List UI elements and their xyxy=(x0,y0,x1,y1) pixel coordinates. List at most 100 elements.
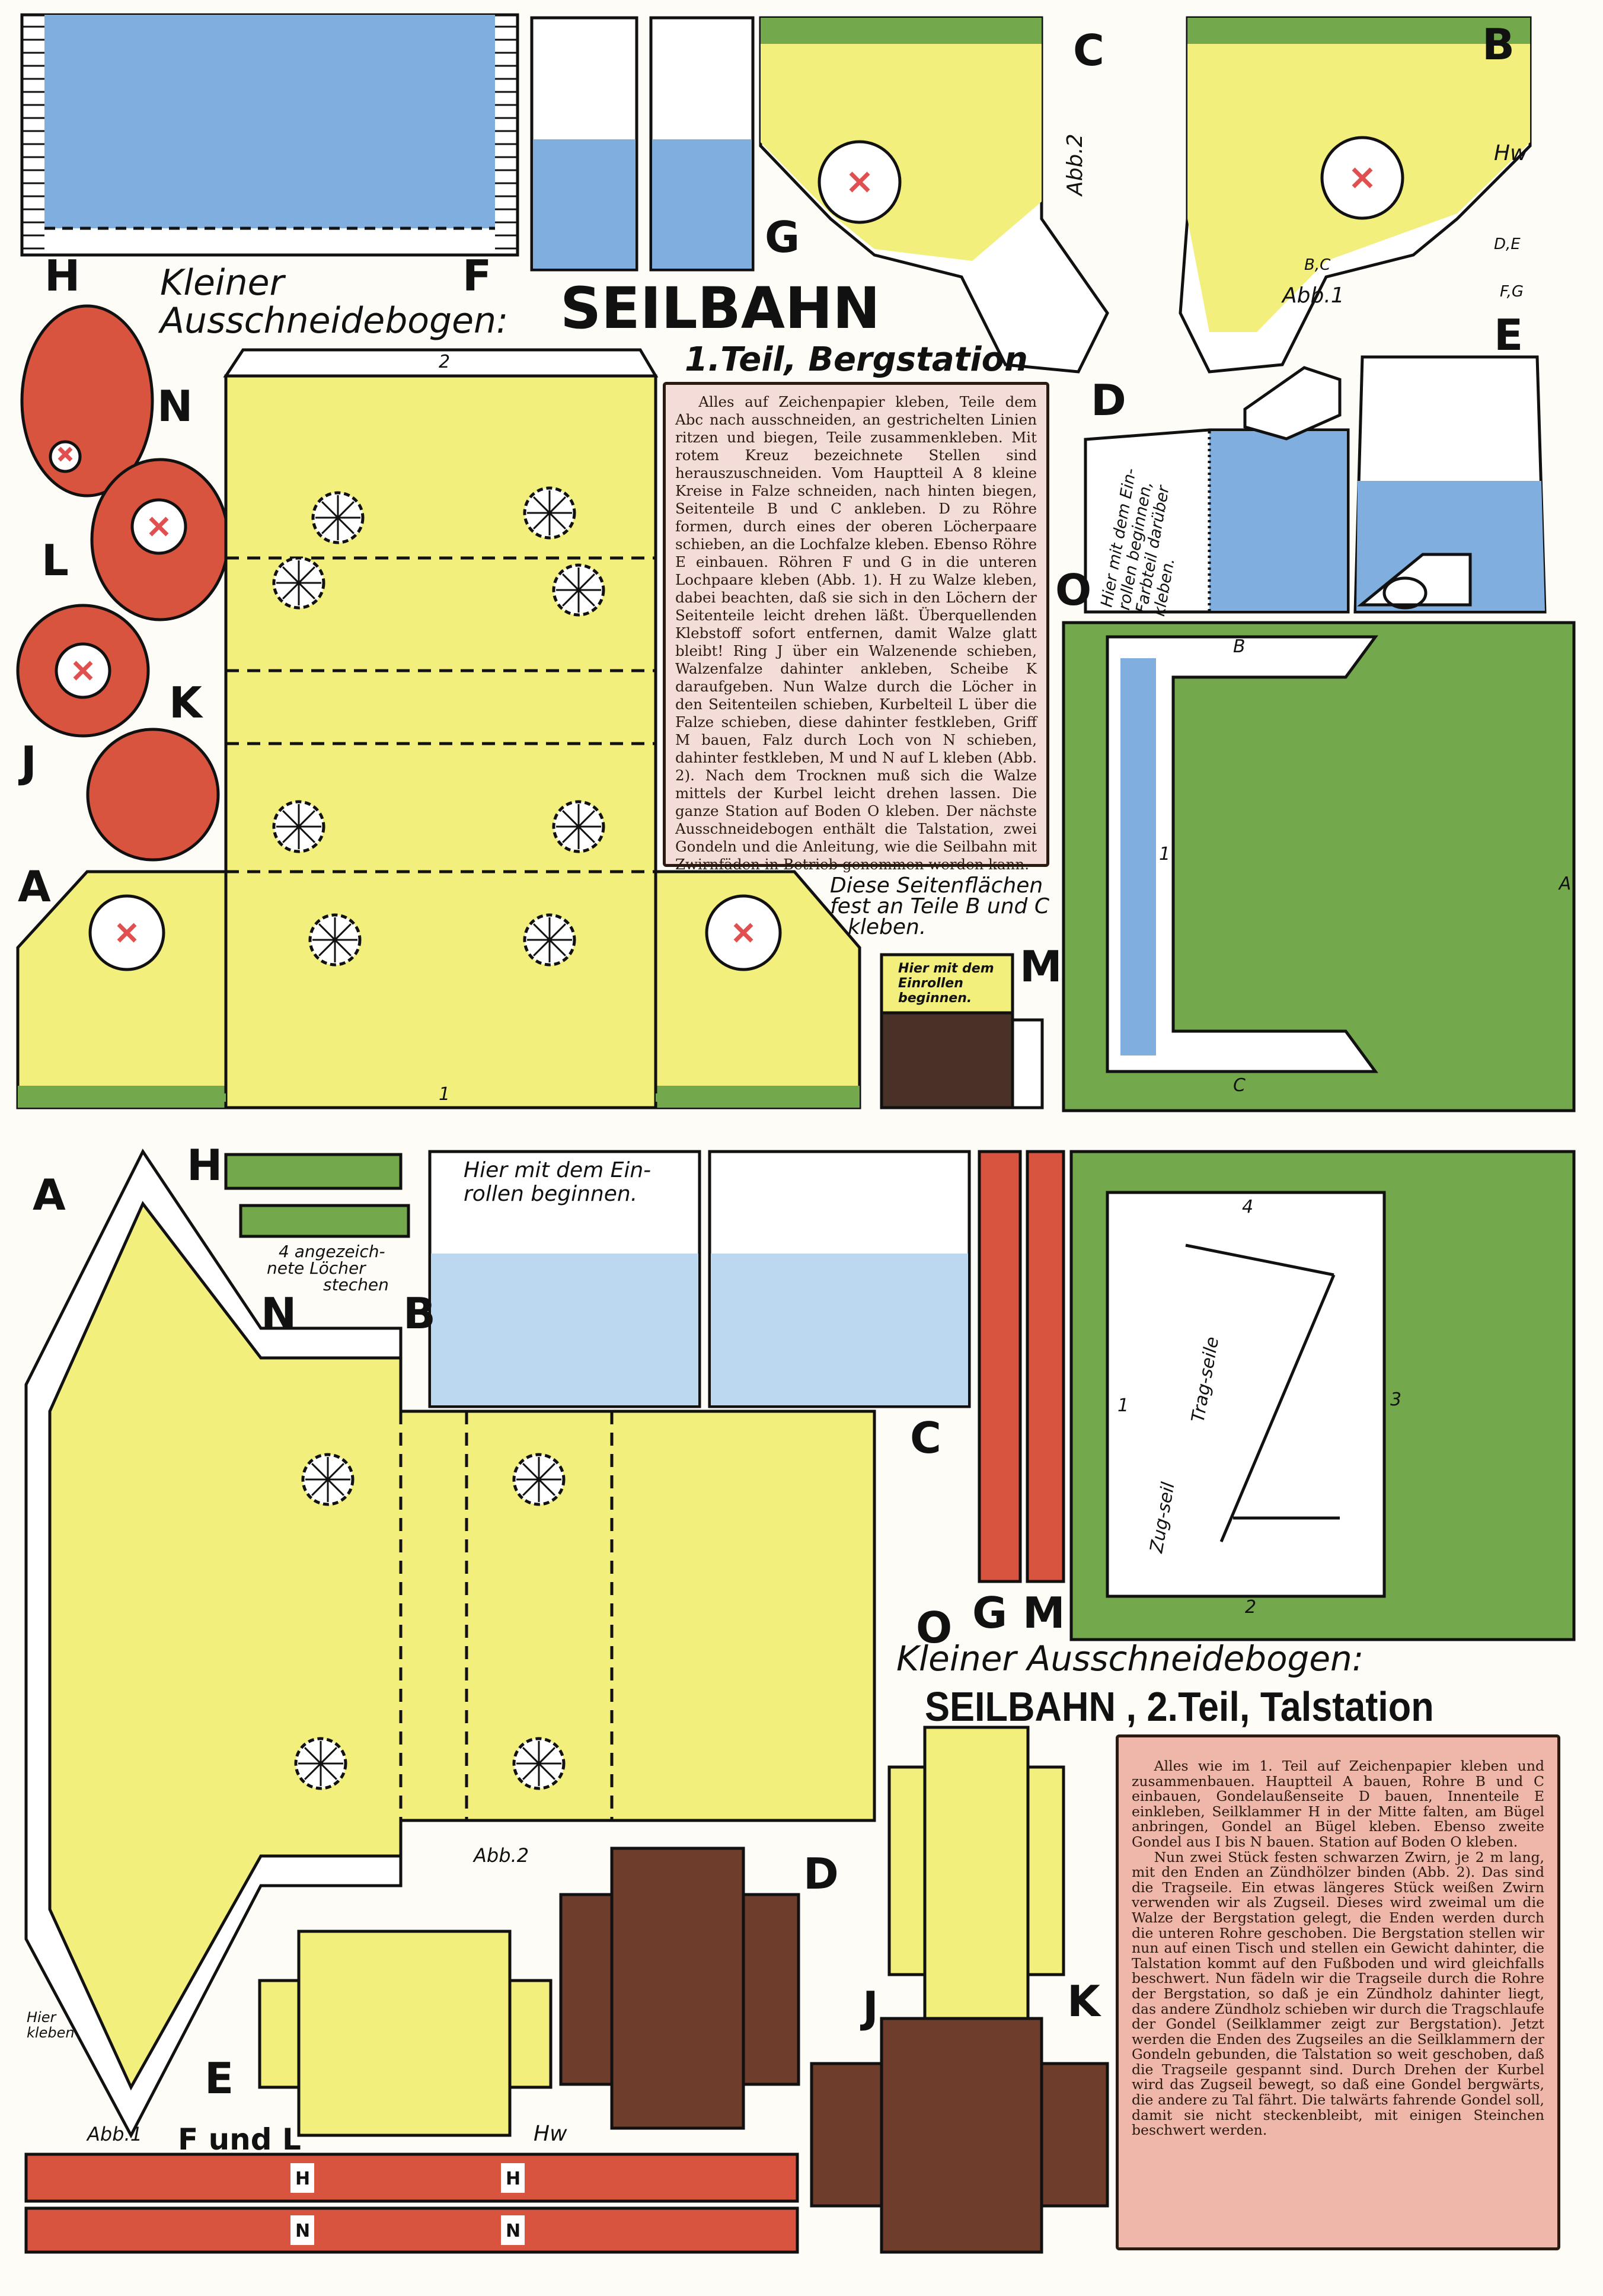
label-h-2: H xyxy=(187,1140,222,1190)
piece-f-strip xyxy=(24,2152,799,2203)
piece-d-tube xyxy=(1084,428,1350,614)
punch-hole-line xyxy=(533,496,566,530)
holes-note-1: 4 angezeich- xyxy=(279,1242,385,1261)
label-g-2: G xyxy=(972,1588,1007,1638)
label-g: G xyxy=(765,212,800,262)
part1-instructions-text: Alles auf Zeichenpapier kleben, Teile de… xyxy=(675,393,1037,873)
piece-m-strip xyxy=(1026,1150,1065,1583)
note-side-faces-3: kleben. xyxy=(848,915,926,939)
part2-subtitle: Kleiner Ausschneidebogen: xyxy=(896,1638,1364,1679)
label-a: A xyxy=(18,862,51,911)
abb1-label-2: Abb.1 xyxy=(86,2123,142,2145)
punch-hole-line xyxy=(522,1463,555,1496)
punch-hole-line xyxy=(311,1463,344,1496)
fg-label: F,G xyxy=(1500,283,1524,301)
glue-here-1: Hier xyxy=(27,2009,57,2026)
piece-h-roller xyxy=(20,13,519,257)
note-side-faces-2: fest an Teile B und C xyxy=(830,894,1050,919)
piece-j-gondola xyxy=(810,2017,1109,2254)
mark-2-2: 2 xyxy=(1245,1597,1256,1618)
piece-k-yellow xyxy=(887,1726,1065,2020)
label-j: J xyxy=(18,737,37,787)
punch-hole-line xyxy=(318,923,352,956)
piece-o-base-2 xyxy=(1069,1150,1576,1641)
punch-hole-line xyxy=(522,1747,555,1780)
holes-note-2: nete Löcher xyxy=(267,1258,366,1278)
note-side-faces-1: Diese Seitenflächen xyxy=(830,873,1043,898)
label-j-2: J xyxy=(860,1982,879,2032)
punch-hole-line xyxy=(304,1747,337,1780)
label-b-2: B xyxy=(403,1289,436,1338)
label-e: E xyxy=(1494,310,1523,360)
label-c-2: C xyxy=(910,1413,941,1463)
punch-hole-line xyxy=(562,810,595,843)
piece-o-base xyxy=(1062,621,1576,1112)
part1-subtitle: Kleiner Ausschneidebogen: xyxy=(160,262,509,342)
piece-g-strip xyxy=(978,1150,1022,1583)
piece-e-inner xyxy=(258,1930,553,2137)
piece-f-tube xyxy=(530,16,638,272)
bc-label: B,C xyxy=(1304,256,1331,274)
b-roll-note-1: Hier mit dem Ein- xyxy=(464,1158,651,1182)
strip-h-1: H xyxy=(295,2169,310,2189)
piece-b-tube-2 xyxy=(428,1150,701,1408)
label-m-2: M xyxy=(1023,1588,1065,1638)
label-l: L xyxy=(41,535,69,585)
mark-c: C xyxy=(1233,1075,1246,1096)
part1-title: SEILBAHN xyxy=(560,275,880,342)
abb2-label-2: Abb.2 xyxy=(472,1844,529,1867)
de-label: D,E xyxy=(1494,235,1521,253)
label-c: C xyxy=(1073,25,1104,75)
piece-b-side xyxy=(1179,16,1532,374)
punch-hole-line xyxy=(282,566,315,599)
mark-4: 4 xyxy=(1242,1197,1253,1217)
label-n-2: N xyxy=(261,1289,296,1338)
punch-hole-line xyxy=(321,501,355,534)
label-e-2: E xyxy=(205,2053,234,2103)
label-h: H xyxy=(44,251,80,301)
label-f-und-l: F und L xyxy=(178,2122,301,2157)
abb1-label: Abb.1 xyxy=(1281,283,1345,308)
punch-hole-line xyxy=(282,810,315,843)
piece-h-clamps xyxy=(224,1153,410,1238)
mark-1b: 1 xyxy=(439,1084,450,1105)
piece-a-main-top xyxy=(16,348,861,1109)
label-d: D xyxy=(1091,375,1126,425)
label-a-2: A xyxy=(33,1170,66,1220)
mark-3: 3 xyxy=(1390,1389,1401,1410)
piece-c-side xyxy=(759,16,1109,374)
part1-part-title: 1.Teil, Bergstation xyxy=(685,340,1028,379)
abb1-crank-illustration xyxy=(1243,366,1472,610)
part1-instructions: Alles auf Zeichenpapier kleben, Teile de… xyxy=(663,382,1049,873)
piece-a-main-bottom xyxy=(24,1149,876,2139)
mark-a: A xyxy=(1558,873,1572,894)
label-f: F xyxy=(462,251,491,301)
piece-k-disc xyxy=(86,728,220,862)
punch-hole-line xyxy=(533,923,566,956)
piece-d-gondola xyxy=(559,1847,800,2130)
cut-out-cross-icons xyxy=(58,167,1373,943)
label-k-2: K xyxy=(1067,1976,1101,2026)
piece-n-crank xyxy=(20,304,154,498)
piece-m-handle xyxy=(880,953,1044,1109)
part2-instructions-p2: Nun zwei Stück festen schwarzen Zwirn, j… xyxy=(1132,1848,1544,2139)
piece-g-tube xyxy=(649,16,755,272)
label-d-2: D xyxy=(803,1849,839,1899)
b-roll-note-2: rollen beginnen. xyxy=(464,1182,637,1206)
glue-here-2: kleben xyxy=(27,2024,75,2041)
punch-hole-line xyxy=(562,573,595,607)
strip-h-2: H xyxy=(506,2169,521,2189)
mark-2: 2 xyxy=(439,352,450,372)
signature-2: Hw xyxy=(534,2122,567,2146)
part2-title: SEILBAHN , 2.Teil, Talstation xyxy=(925,1683,1434,1730)
piece-l-crank-arm xyxy=(90,458,230,621)
label-m: M xyxy=(1020,942,1062,991)
m-roll-note-2: Einrollen xyxy=(898,976,963,991)
piece-c-tube-2 xyxy=(708,1150,971,1408)
label-n: N xyxy=(157,381,193,431)
holes-note-3: stechen xyxy=(323,1275,389,1294)
m-roll-note-1: Hier mit dem xyxy=(898,961,994,976)
mark-1: 1 xyxy=(1159,844,1170,865)
